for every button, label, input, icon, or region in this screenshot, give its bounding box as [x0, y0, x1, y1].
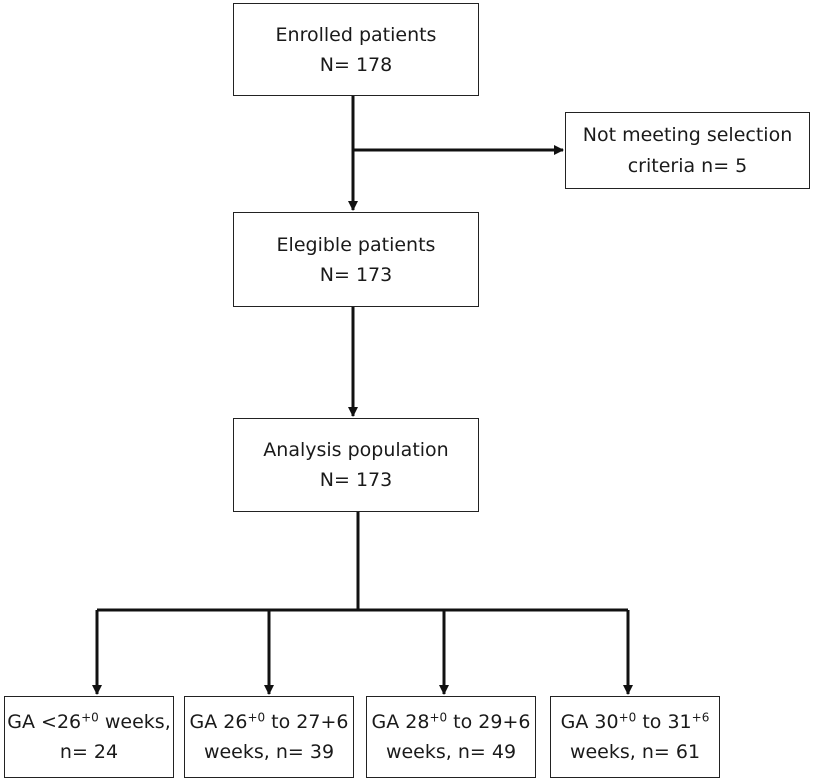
ga-group-label: GA 28+0 to 29+6: [371, 710, 531, 733]
analysis-population-box: Analysis population N= 173: [233, 418, 479, 512]
excluded-title: Not meeting selection: [582, 123, 793, 146]
ga-group-label: GA 26+0 to 27+6: [189, 710, 349, 733]
ga-group-count: weeks, n= 61: [569, 741, 701, 763]
ga-group-label: GA <26+0 weeks,: [7, 710, 171, 733]
ga-group-box-28-29: GA 28+0 to 29+6 weeks, n= 49: [366, 696, 536, 778]
excluded-count: criteria n= 5: [627, 154, 748, 177]
ga-group-label: GA 30+0 to 31+6: [560, 710, 710, 733]
enrolled-patients-box: Enrolled patients N= 178: [233, 3, 479, 96]
ga-group-box-lt26: GA <26+0 weeks, n= 24: [4, 696, 174, 778]
eligible-title: Elegible patients: [276, 233, 436, 256]
ga-group-count: weeks, n= 49: [385, 741, 517, 763]
eligible-patients-box: Elegible patients N= 173: [233, 212, 479, 307]
ga-group-count: weeks, n= 39: [203, 741, 335, 763]
analysis-title: Analysis population: [263, 439, 449, 461]
analysis-count: N= 173: [319, 469, 393, 491]
enrolled-count: N= 178: [319, 53, 393, 76]
enrolled-title: Enrolled patients: [275, 23, 437, 46]
ga-group-count: n= 24: [59, 741, 119, 763]
eligible-count: N= 173: [319, 263, 393, 286]
excluded-patients-box: Not meeting selection criteria n= 5: [565, 112, 810, 189]
ga-group-box-30-31: GA 30+0 to 31+6 weeks, n= 61: [550, 696, 720, 778]
ga-group-box-26-27: GA 26+0 to 27+6 weeks, n= 39: [184, 696, 354, 778]
